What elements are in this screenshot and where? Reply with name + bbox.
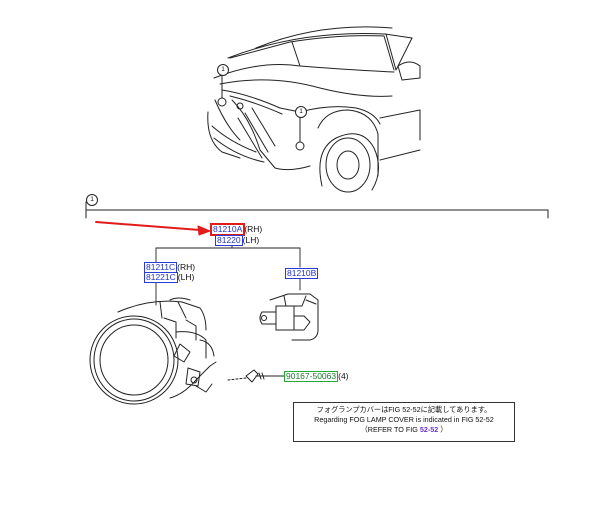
note-line-japanese: フォグランプカバーはFIG 52-52に記載してあります。	[316, 405, 492, 414]
part-assembly-lh: 81220(LH)	[215, 235, 260, 246]
part-number-link-screw[interactable]: 90167-50063	[284, 371, 339, 382]
part-screw: 90167-50063(4)	[284, 371, 349, 382]
vehicle-front-illustration	[207, 26, 421, 193]
screw-illustration	[227, 369, 285, 383]
note-line-english: Regarding FOG LAMP COVER is indicated in…	[314, 415, 494, 424]
part-number-link-lamp-lh[interactable]: 81221C	[144, 272, 178, 283]
callout-1-right: 1	[295, 106, 307, 118]
note-box: フォグランプカバーはFIG 52-52に記載してあります。 Regarding …	[293, 402, 515, 442]
part-number-link-assembly-lh[interactable]: 81220	[215, 235, 243, 246]
fog-lamp-illustration	[89, 297, 217, 405]
part-lamp-lh: 81221C(LH)	[144, 272, 195, 283]
highlight-arrow	[95, 221, 211, 236]
callout-1-bracket: 1	[86, 194, 98, 206]
part-assembly-rh: 81210A(RH)	[210, 223, 262, 236]
bulb-illustration	[259, 293, 319, 341]
part-bulb: 81210B	[285, 268, 319, 279]
part-tree-lines	[155, 241, 301, 306]
group-bracket	[85, 201, 549, 219]
part-number-link-bulb[interactable]: 81210B	[285, 268, 319, 279]
fig-link[interactable]: 52-52	[419, 425, 439, 434]
note-line-refer: （REFER TO FIG 52-52 ）	[360, 425, 448, 434]
callout-1-left: 1	[217, 64, 229, 76]
